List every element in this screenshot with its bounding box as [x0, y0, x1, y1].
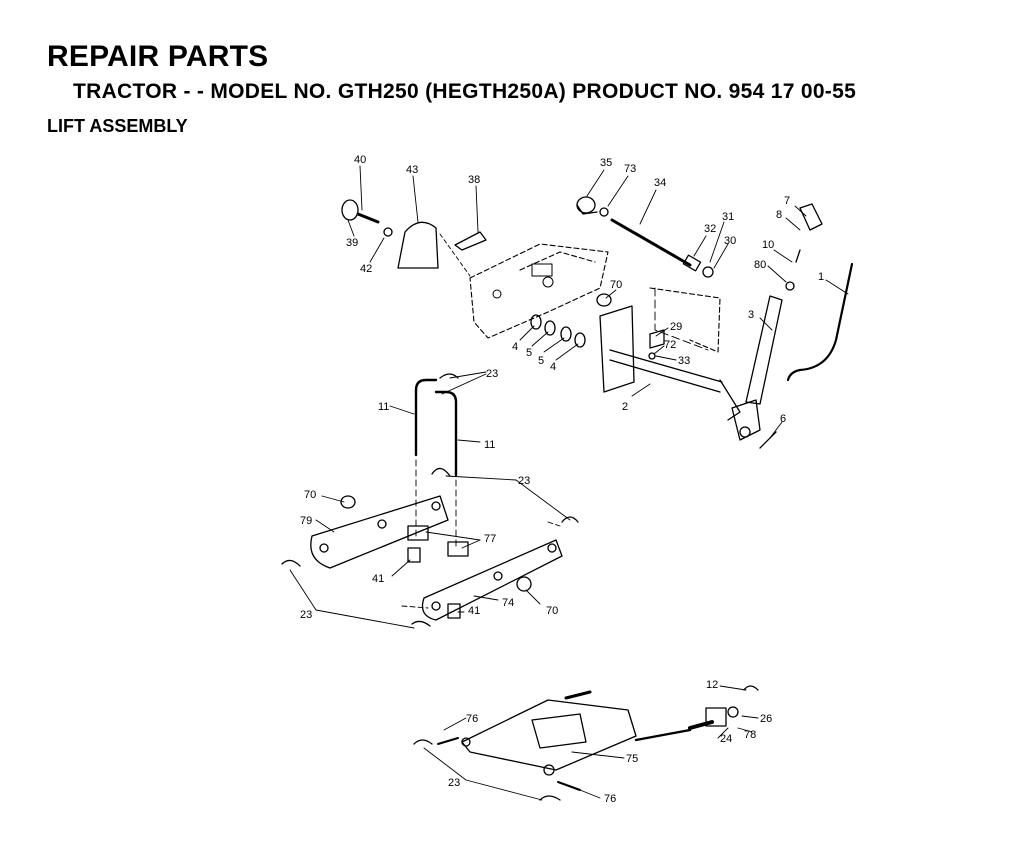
callout-72: 72: [664, 339, 676, 351]
callout-1: 1: [818, 271, 824, 283]
part-39-knob: [341, 199, 380, 224]
callout-23-top: 23: [486, 368, 498, 380]
part-26-nut: [727, 706, 739, 718]
callout-70-right: 70: [546, 605, 558, 617]
lower-fitting: [564, 690, 592, 700]
callout-70-upper: 70: [610, 279, 622, 291]
callout-33: 33: [678, 355, 690, 367]
page-subtitle: TRACTOR - - MODEL NO. GTH250 (HEGTH250A)…: [73, 80, 857, 103]
callout-76-top: 76: [466, 713, 478, 725]
frame-plate-details: [492, 263, 554, 299]
callout-11-right: 11: [484, 439, 495, 451]
assembly-guides: [415, 459, 457, 549]
callout-6: 6: [780, 413, 786, 425]
callout-34: 34: [654, 177, 666, 189]
callout-77: 77: [484, 533, 496, 545]
part-23-hairpin-left: [413, 739, 433, 745]
callout-32: 32: [704, 223, 716, 235]
callout-11-left: 11: [378, 401, 389, 413]
part-10-pin: [795, 249, 801, 263]
callout-39: 39: [346, 237, 358, 249]
part-30-nut: [702, 266, 714, 278]
leader-lines-upper: [347, 165, 849, 439]
callout-79: 79: [300, 515, 312, 527]
part-23-hairpin-bottom: [539, 795, 561, 801]
part-7-grip: [799, 203, 823, 231]
callout-78: 78: [744, 729, 756, 741]
callout-42: 42: [360, 263, 372, 275]
callout-43: 43: [406, 164, 418, 176]
callout-38: 38: [468, 174, 480, 186]
part-3-lever: [745, 295, 783, 405]
part-72-pin: [648, 352, 656, 360]
part-2-lift-shaft: [599, 305, 761, 441]
callout-23-bottom: 23: [448, 777, 460, 789]
callout-30: 30: [724, 235, 736, 247]
part-6-bolt: [759, 431, 777, 449]
part-70-bushing: [596, 293, 612, 307]
part-32-spring: [682, 254, 702, 272]
part-73-nut: [599, 207, 609, 217]
callout-4-left: 4: [512, 341, 518, 353]
part-75-deck-bracket: [461, 699, 637, 776]
callout-23-right: 23: [518, 475, 530, 487]
part-1-rod: [786, 262, 854, 382]
callout-75: 75: [626, 753, 638, 765]
page-title: REPAIR PARTS: [47, 40, 269, 73]
lower-rod: [634, 728, 692, 742]
part-76-bolt-top: [437, 737, 459, 745]
callout-5-right: 5: [538, 355, 544, 367]
callout-5-left: 5: [526, 347, 532, 359]
callout-41-right: 41: [468, 605, 480, 617]
callout-70-left: 70: [304, 489, 316, 501]
callout-41-left: 41: [372, 573, 384, 585]
callout-4-right: 4: [550, 361, 556, 373]
callout-29: 29: [670, 321, 682, 333]
part-77-blocks: [407, 525, 469, 557]
callout-10: 10: [762, 239, 774, 251]
callout-3: 3: [748, 309, 754, 321]
section-title: LIFT ASSEMBLY: [47, 116, 188, 136]
part-38-clip: [454, 231, 487, 251]
lower-rod-thread: [688, 720, 714, 730]
callout-7: 7: [784, 195, 790, 207]
leader-lines-lower: [423, 685, 759, 801]
callout-40: 40: [354, 154, 366, 166]
part-34-rod: [610, 218, 692, 267]
callout-76-bottom: 76: [604, 793, 616, 805]
frame-plate-drawing: [469, 243, 721, 353]
callout-8: 8: [776, 209, 782, 221]
washer-stack: [530, 314, 586, 348]
callout-26: 26: [760, 713, 772, 725]
part-43-handle-cover: [397, 221, 439, 269]
callout-24: 24: [720, 733, 732, 745]
part-callouts: 40 43 38 39 42 35 73 34 31 32 30 7 8 10 …: [300, 154, 824, 805]
part-23-hairpins: [281, 373, 579, 627]
part-70-bushing-right: [516, 576, 532, 592]
part-29-bracket: [649, 329, 665, 349]
part-42-washer: [383, 227, 393, 237]
callout-74: 74: [502, 597, 514, 609]
leader-lines-middle: [289, 371, 571, 629]
callout-23-left: 23: [300, 609, 312, 621]
part-80-washer: [785, 281, 795, 291]
part-12-clip: [743, 685, 759, 691]
callout-35: 35: [600, 157, 612, 169]
part-74-lift-link: [421, 539, 563, 621]
callout-12: 12: [706, 679, 718, 691]
callout-80: 80: [754, 259, 766, 271]
part-11-j-bolts: [414, 378, 458, 477]
callout-31: 31: [722, 211, 734, 223]
part-35-knob: [576, 196, 598, 215]
part-78-yoke: [705, 707, 727, 727]
part-41-spacers: [407, 547, 461, 619]
callout-2: 2: [622, 401, 628, 413]
part-70-bushing-left: [340, 495, 356, 509]
callout-73: 73: [624, 163, 636, 175]
part-76-bolt-bottom: [557, 781, 581, 791]
